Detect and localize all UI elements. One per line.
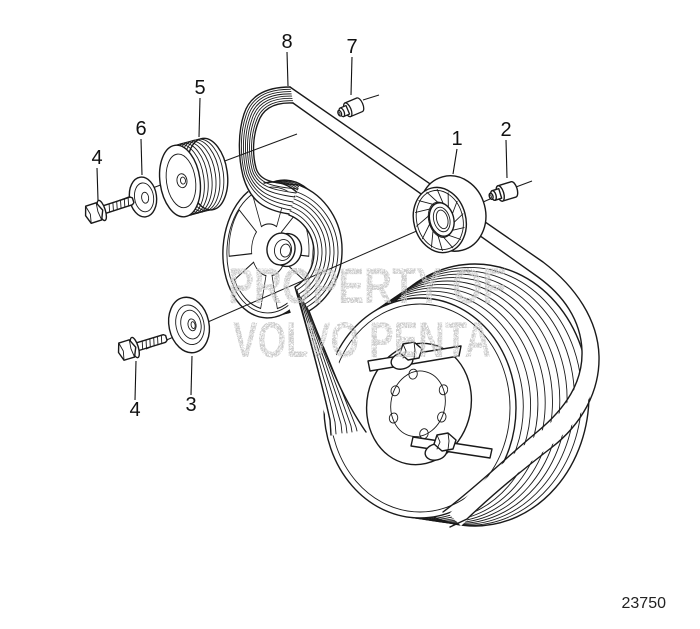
callouts: 1 2 3 4 4 5 6 7 xyxy=(91,31,511,421)
crankshaft-pulley xyxy=(323,263,590,527)
callout-1: 1 xyxy=(451,128,463,175)
callout-4-lower: 4 xyxy=(129,360,141,421)
spoked-pulley-hub xyxy=(266,232,303,268)
callout-8: 8 xyxy=(281,31,293,87)
tensioner-bore xyxy=(428,202,455,237)
callout-2-label: 2 xyxy=(500,119,511,141)
callout-4-upper: 4 xyxy=(91,147,103,201)
bolt-2-axis-stub xyxy=(515,180,533,188)
bolt-7-axis-stub xyxy=(362,94,380,101)
callout-5: 5 xyxy=(194,77,206,138)
figure-number: 23750 xyxy=(622,595,667,612)
bolt-2 xyxy=(488,181,519,202)
belt-ribs xyxy=(240,88,299,211)
watermark-line-1: PROPERTY OF xyxy=(228,258,506,314)
watermark-line-2: VOLVO PENTA xyxy=(233,312,491,368)
tensioner-bearing-fins xyxy=(414,188,465,252)
callout-1-label: 1 xyxy=(451,128,462,150)
washer-6 xyxy=(128,176,158,218)
washer-3 xyxy=(167,296,211,354)
crank-bolt-circle xyxy=(390,370,446,438)
crank-hub-holes xyxy=(388,368,449,440)
callout-7-label: 7 xyxy=(346,36,357,58)
crank-hex-bolt-top xyxy=(390,341,423,370)
crank-hex-bolt-bottom xyxy=(424,432,457,461)
crank-hub-ring xyxy=(365,342,473,466)
callout-3-label: 3 xyxy=(185,394,196,416)
callout-5-label: 5 xyxy=(194,77,205,99)
callout-7: 7 xyxy=(346,36,358,96)
flange-bolt-4-upper xyxy=(84,196,135,225)
tensioner-pulley xyxy=(412,175,487,254)
callout-6: 6 xyxy=(135,118,147,176)
flange-bolt-4-lower xyxy=(117,333,168,361)
idler-pulley xyxy=(158,137,229,218)
callout-8-label: 8 xyxy=(281,31,292,53)
callout-6-label: 6 xyxy=(135,118,146,140)
watermark: PROPERTY OF VOLVO PENTA xyxy=(228,258,506,368)
callout-3: 3 xyxy=(185,355,197,416)
callout-2: 2 xyxy=(500,119,512,179)
serpentine-belt xyxy=(237,86,600,528)
belt-ribs-wrap xyxy=(289,191,358,435)
callout-4-upper-label: 4 xyxy=(91,147,102,169)
callout-4-lower-label: 4 xyxy=(129,399,140,421)
bolt-7 xyxy=(337,97,365,118)
